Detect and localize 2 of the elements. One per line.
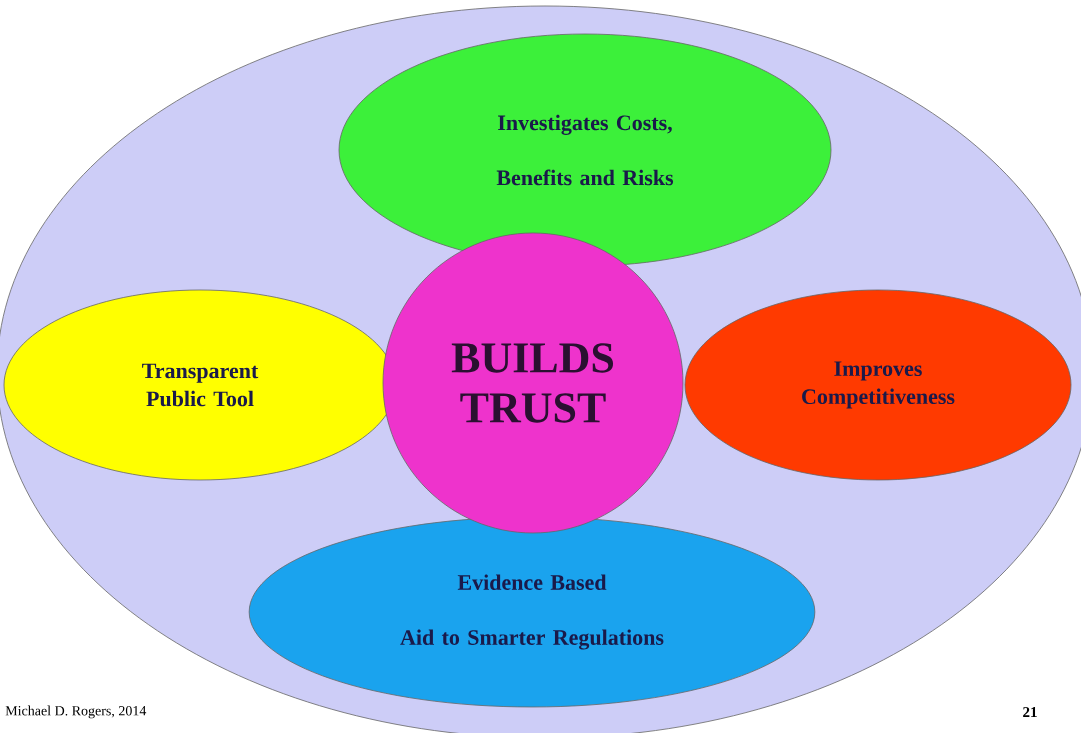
page-number: 21 bbox=[1023, 707, 1037, 717]
author-credit: Michael D. Rogers, 2014 bbox=[5, 705, 147, 719]
